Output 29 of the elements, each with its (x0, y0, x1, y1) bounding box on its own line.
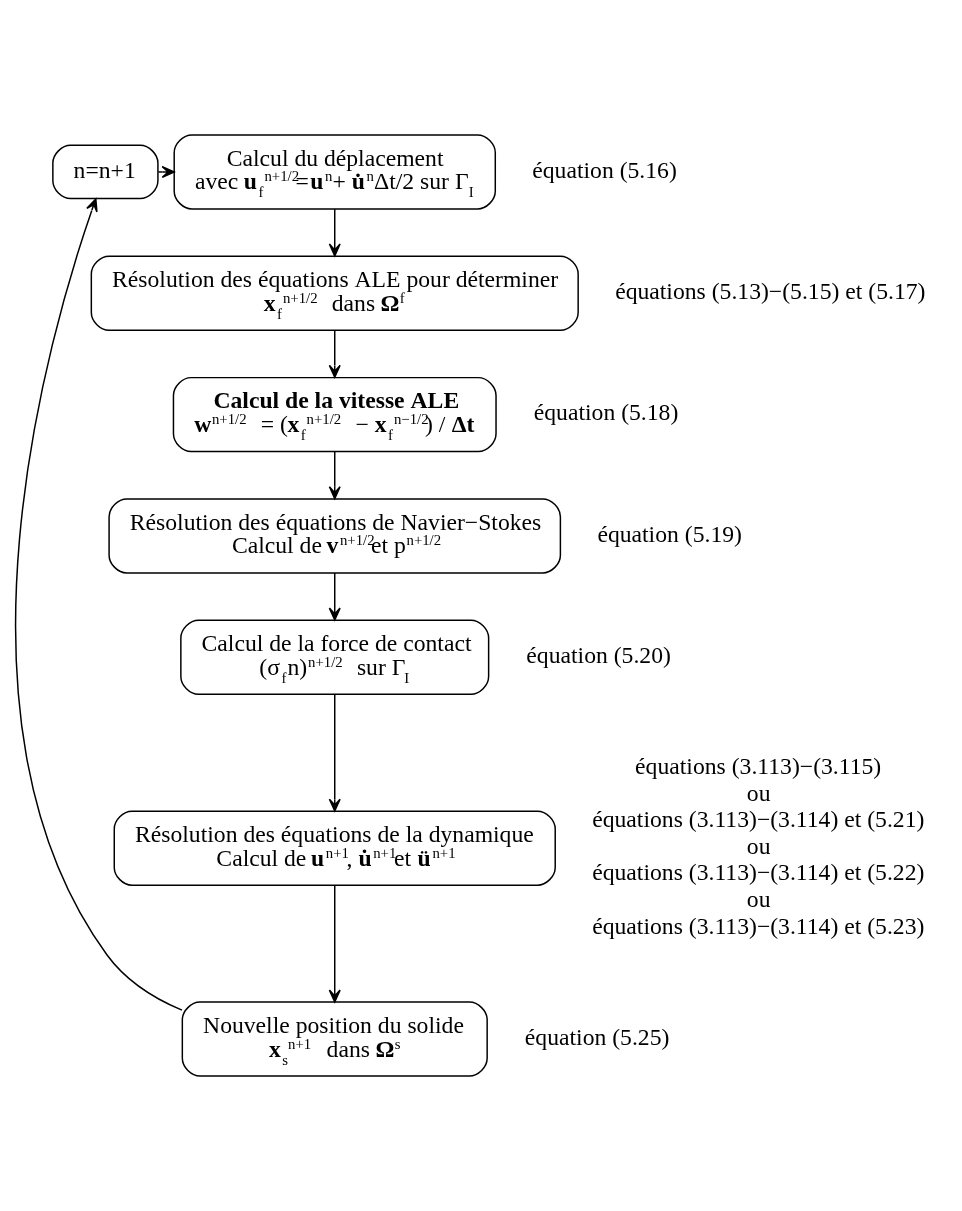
node-box: Résolution des équations ALE pour déterminer x$_{f}$$^{n+1/2}$ dans Ω$^{f}$ (90, 255, 579, 331)
node-label: équation (5.18) (533, 399, 678, 426)
node-label: ou (746, 886, 770, 913)
node-label: équations (3.113)−(3.114) et (5.21) (591, 806, 924, 833)
arrow (328, 572, 341, 621)
node-box: Résolution des équations de Navier−Stokes Calcul de v$^{n+1/2}$et p$^{n+1/2}$ (107, 498, 561, 574)
node-label: équation (5.20) (525, 641, 671, 668)
node-box: Calcul de la force de contact (σ$_{f}$n)$^{n+1/2}$ sur Γ$_{I}$ (179, 619, 489, 695)
node-box: Calcul de la vitesse ALE w$^{n+1/2}$ = (x$_{f}$$^{n+1/2}$ − x$_{f}$$^{n−1/2}$) / Δt (172, 376, 497, 453)
node-label: ou (746, 779, 770, 806)
node-label: équations (3.113)−(3.114) et (5.22) (591, 859, 924, 886)
node-box: Calcul du déplacement avec u$_{f}$$^{n+1/2}$=u$^{n}$+ u̇$^{n}$Δt/2 sur Γ$_{I}$ (172, 134, 496, 210)
node-label: équations (3.113)−(3.114) et (5.23) (591, 912, 924, 939)
node-box: Nouvelle position du solide x$_{s}$$^{n+1}$ dans Ω$^{s}$ (181, 1001, 488, 1077)
node-label: équations (3.113)−(3.115) (634, 752, 881, 779)
node-label: ou (746, 832, 770, 859)
node-box: Résolution des équations de la dynamique Calcul de u$^{n+1}$, u̇$^{n+1}$et ü$^{n+1}$ (113, 810, 556, 886)
arrow (328, 329, 341, 378)
node-label: équation (5.25) (524, 1023, 669, 1050)
node-label: équation (5.16) (531, 156, 677, 183)
node-label: équations (5.13)−(5.15) et (5.17) (614, 277, 925, 304)
arrow (328, 450, 341, 500)
node-label: équation (5.19) (596, 520, 742, 547)
arrow (328, 693, 341, 812)
arrow (328, 208, 341, 257)
arrow (328, 884, 341, 1003)
arrow (14, 198, 183, 1011)
arrow (157, 165, 175, 178)
node-box: n=n+1 (51, 144, 159, 200)
